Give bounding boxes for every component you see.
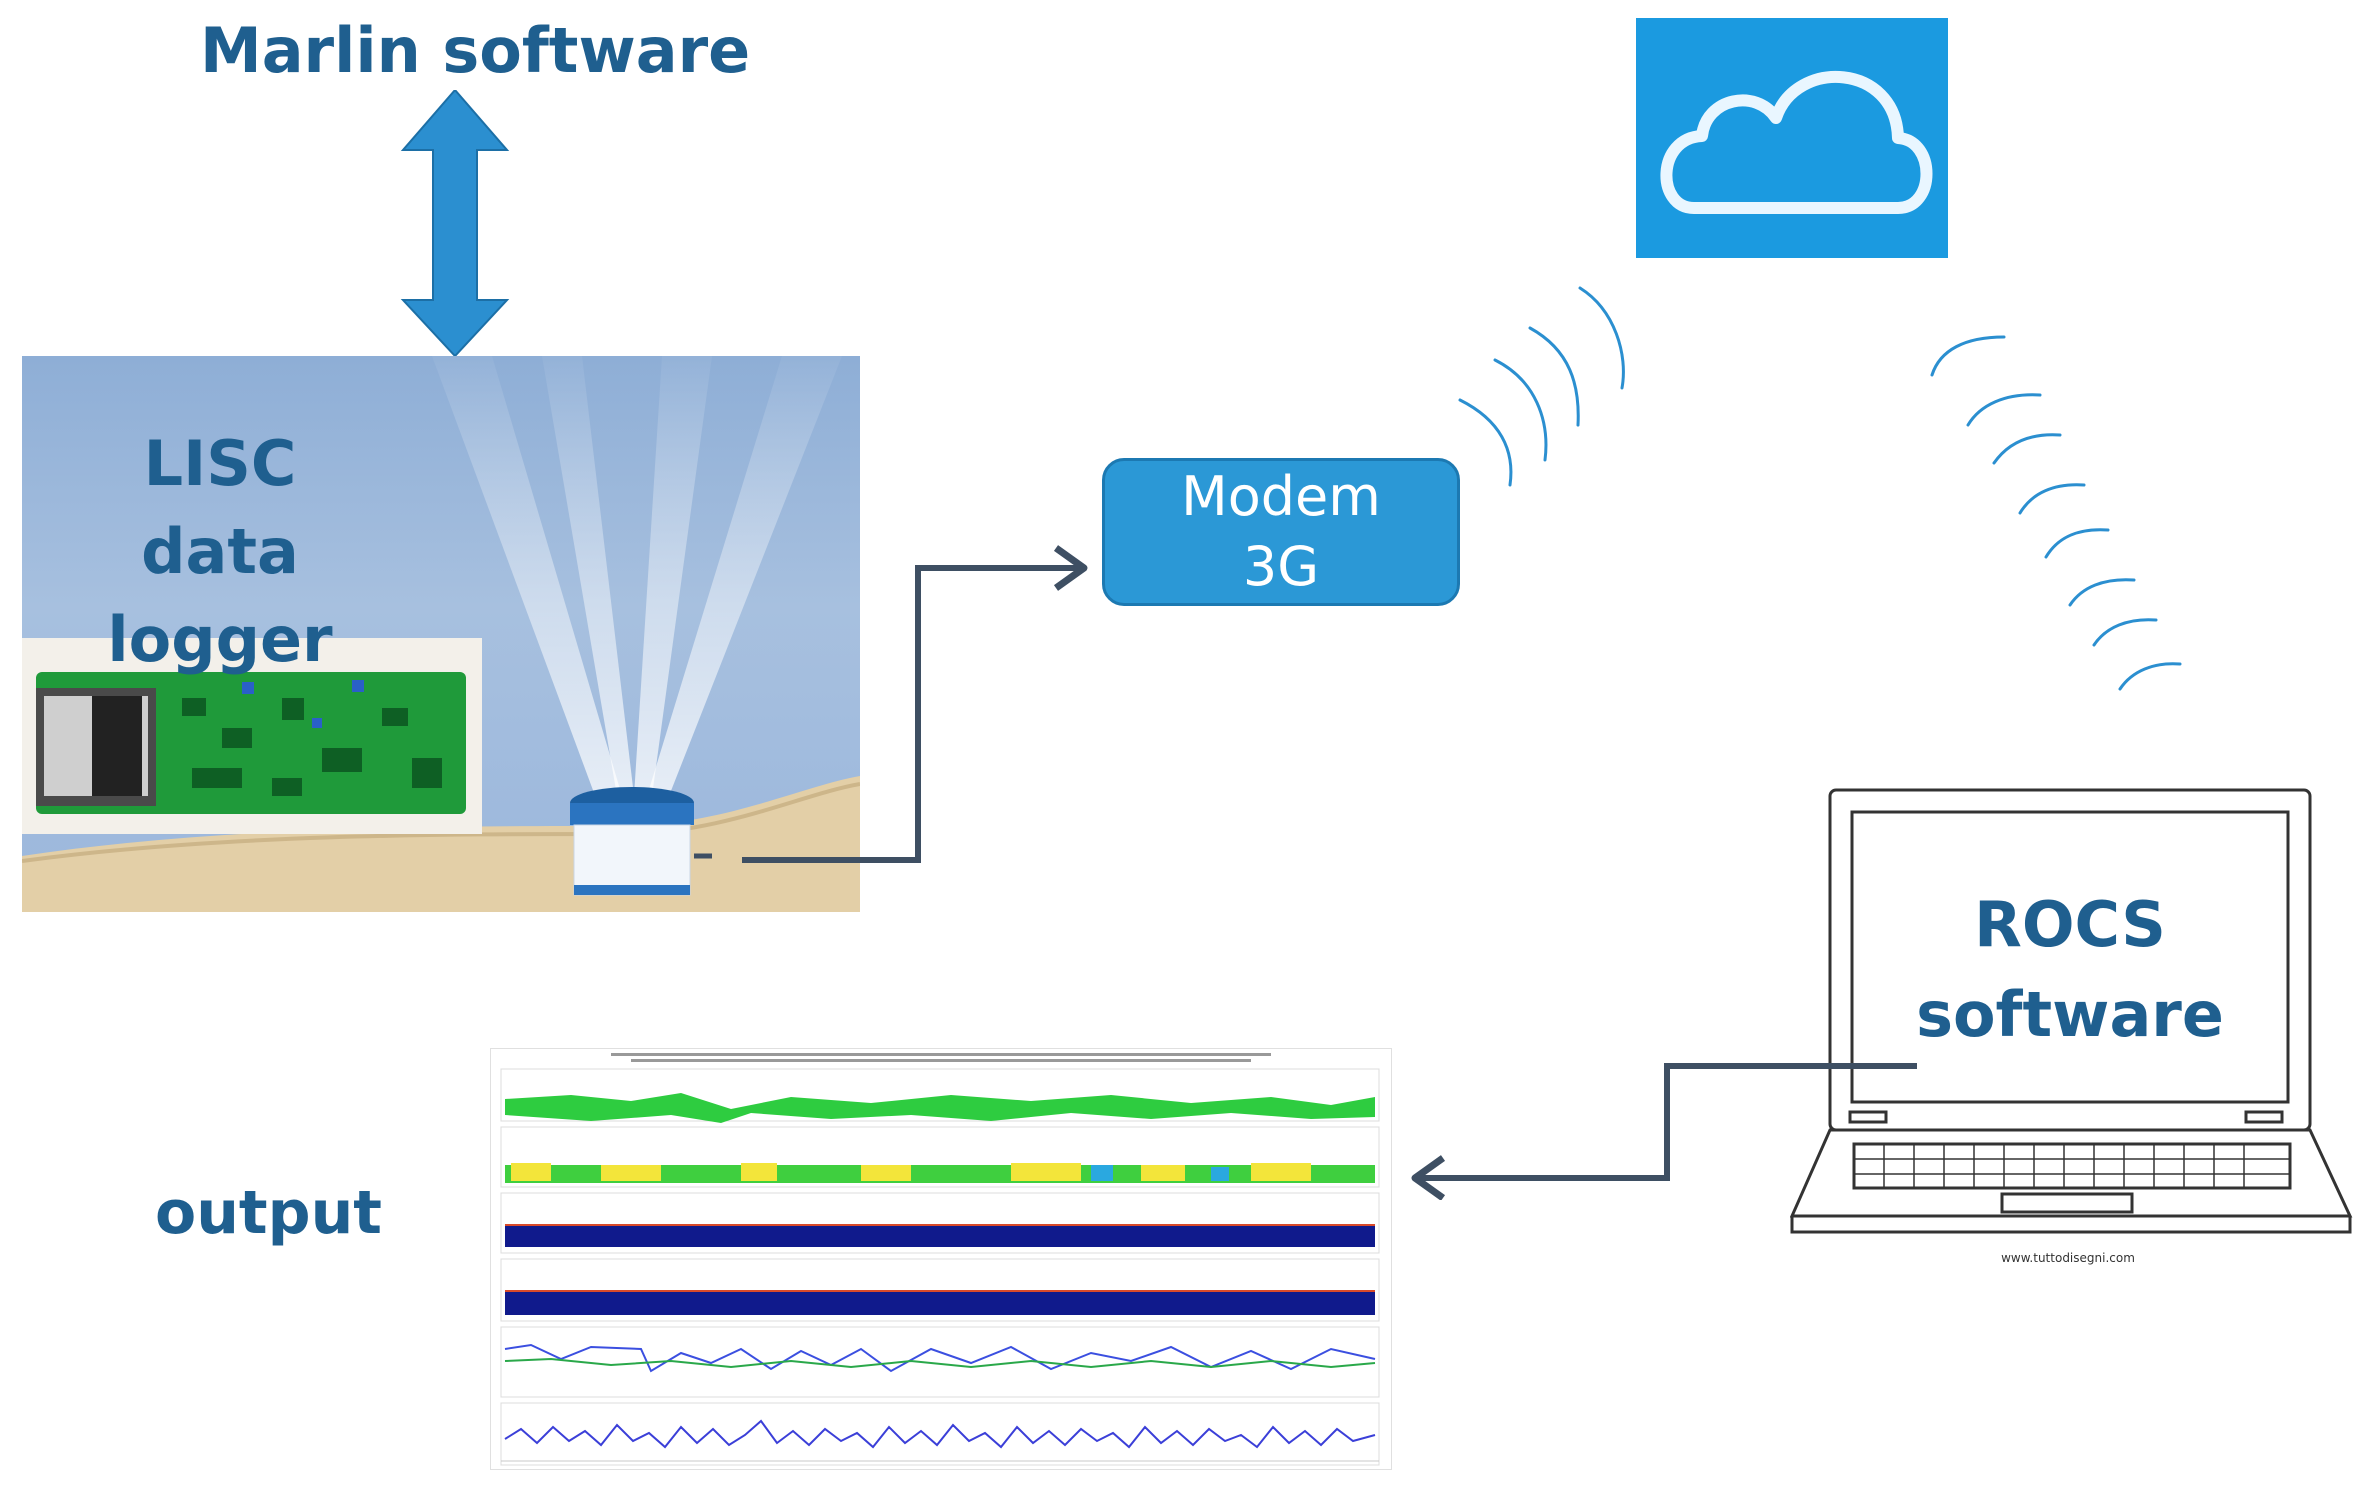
wifi-signal-icon: [1458, 286, 1625, 487]
laptop-credit: www.tuttodisegni.com: [2001, 1251, 2135, 1265]
rocs-line2: software: [1916, 978, 2224, 1051]
lisc-scene-photo: [22, 356, 860, 912]
output-plot-thumbnail: [500, 1053, 1380, 1466]
connector-to-output: [1411, 1063, 1917, 1200]
modem-line1: Modem: [1181, 465, 1381, 528]
lisc-line1: LISC: [143, 427, 297, 500]
rocs-software-label: ROCS software: [1890, 880, 2250, 1060]
wifi-signal-icon: [1930, 335, 2182, 691]
laptop-icon: www.tuttodisegni.com: [1790, 788, 2353, 1265]
sensor-icon: [570, 787, 712, 896]
output-plot-panel: [490, 1048, 1392, 1470]
cloud-icon: [1660, 70, 1933, 214]
lisc-data-logger-label: LISC data logger: [30, 420, 410, 684]
output-label: output: [155, 1178, 382, 1248]
modem-3g-box: Modem 3G: [1102, 458, 1460, 606]
circuit-board-icon: [22, 638, 482, 834]
modem-line2: 3G: [1242, 535, 1320, 598]
connector-to-modem: [742, 545, 1088, 863]
double-arrow-icon: [400, 90, 510, 358]
cloud-tile: [1636, 18, 1948, 258]
rocs-line1: ROCS: [1974, 888, 2166, 961]
lisc-line2: data logger: [107, 515, 333, 676]
marlin-software-label: Marlin software: [200, 14, 751, 87]
